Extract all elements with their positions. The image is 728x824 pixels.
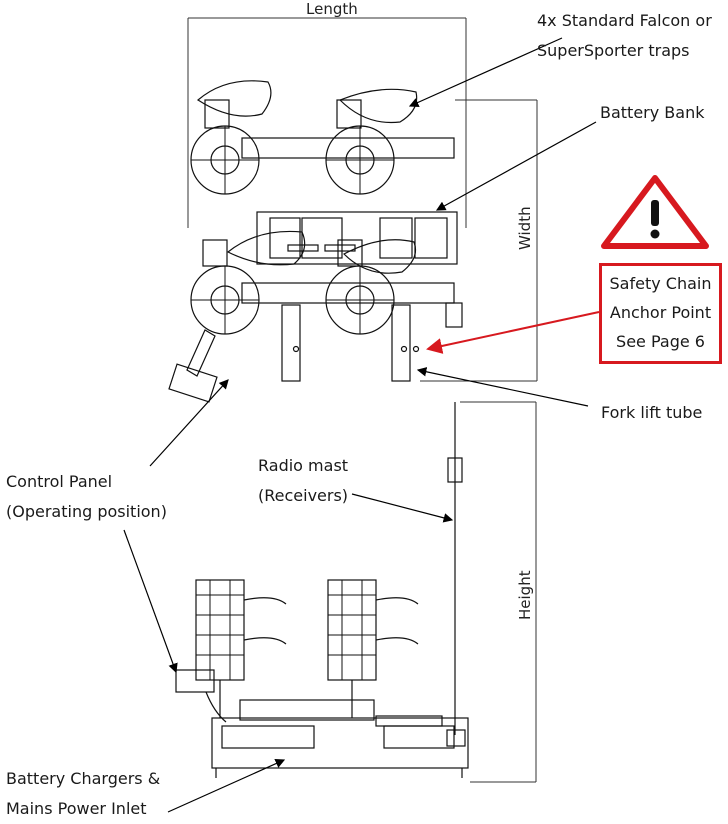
battery-bank-label: Battery Bank (600, 103, 705, 122)
safety-notice-line1: Safety Chain (609, 274, 712, 293)
warning-triangle-icon (601, 175, 709, 249)
safety-notice-line2: Anchor Point (609, 303, 712, 322)
control-panel-label-line1: Control Panel (6, 472, 113, 491)
side-view (175, 402, 469, 778)
width-label: Width (516, 206, 534, 250)
radio-mast-label-line1: Radio mast (258, 456, 349, 475)
battery-chargers-label: Battery Chargers & Mains Power Inlet (6, 764, 160, 824)
fork-lift-tube-label: Fork lift tube (601, 403, 703, 422)
safety-chain-leader (426, 311, 600, 354)
traps-label-line1: 4x Standard Falcon or (537, 11, 712, 30)
control-panel-label-line2: (Operating position) (6, 502, 167, 521)
length-dimension (187, 17, 467, 228)
safety-notice-line3: See Page 6 (616, 332, 705, 351)
control-panel-top (168, 329, 218, 403)
battery-chargers-label-line2: Mains Power Inlet (6, 799, 147, 818)
radio-mast-label: Radio mast (Receivers) (258, 451, 348, 511)
traps-label: 4x Standard Falcon or SuperSporter traps (537, 6, 712, 66)
height-label: Height (516, 570, 534, 620)
side-wheel-spokes (196, 580, 376, 680)
control-panel-label: Control Panel (Operating position) (6, 467, 167, 527)
width-dimension (420, 99, 538, 382)
top-view (241, 137, 463, 382)
battery-chargers-label-line1: Battery Chargers & (6, 769, 161, 788)
radio-mast-label-line2: (Receivers) (258, 486, 349, 505)
height-dimension (460, 401, 537, 783)
leader-lines (123, 37, 597, 813)
traps-label-line2: SuperSporter traps (537, 41, 690, 60)
length-label: Length (306, 0, 358, 18)
safety-chain-notice: Safety Chain Anchor Point See Page 6 (599, 263, 722, 364)
wheel-spokes (191, 126, 394, 334)
